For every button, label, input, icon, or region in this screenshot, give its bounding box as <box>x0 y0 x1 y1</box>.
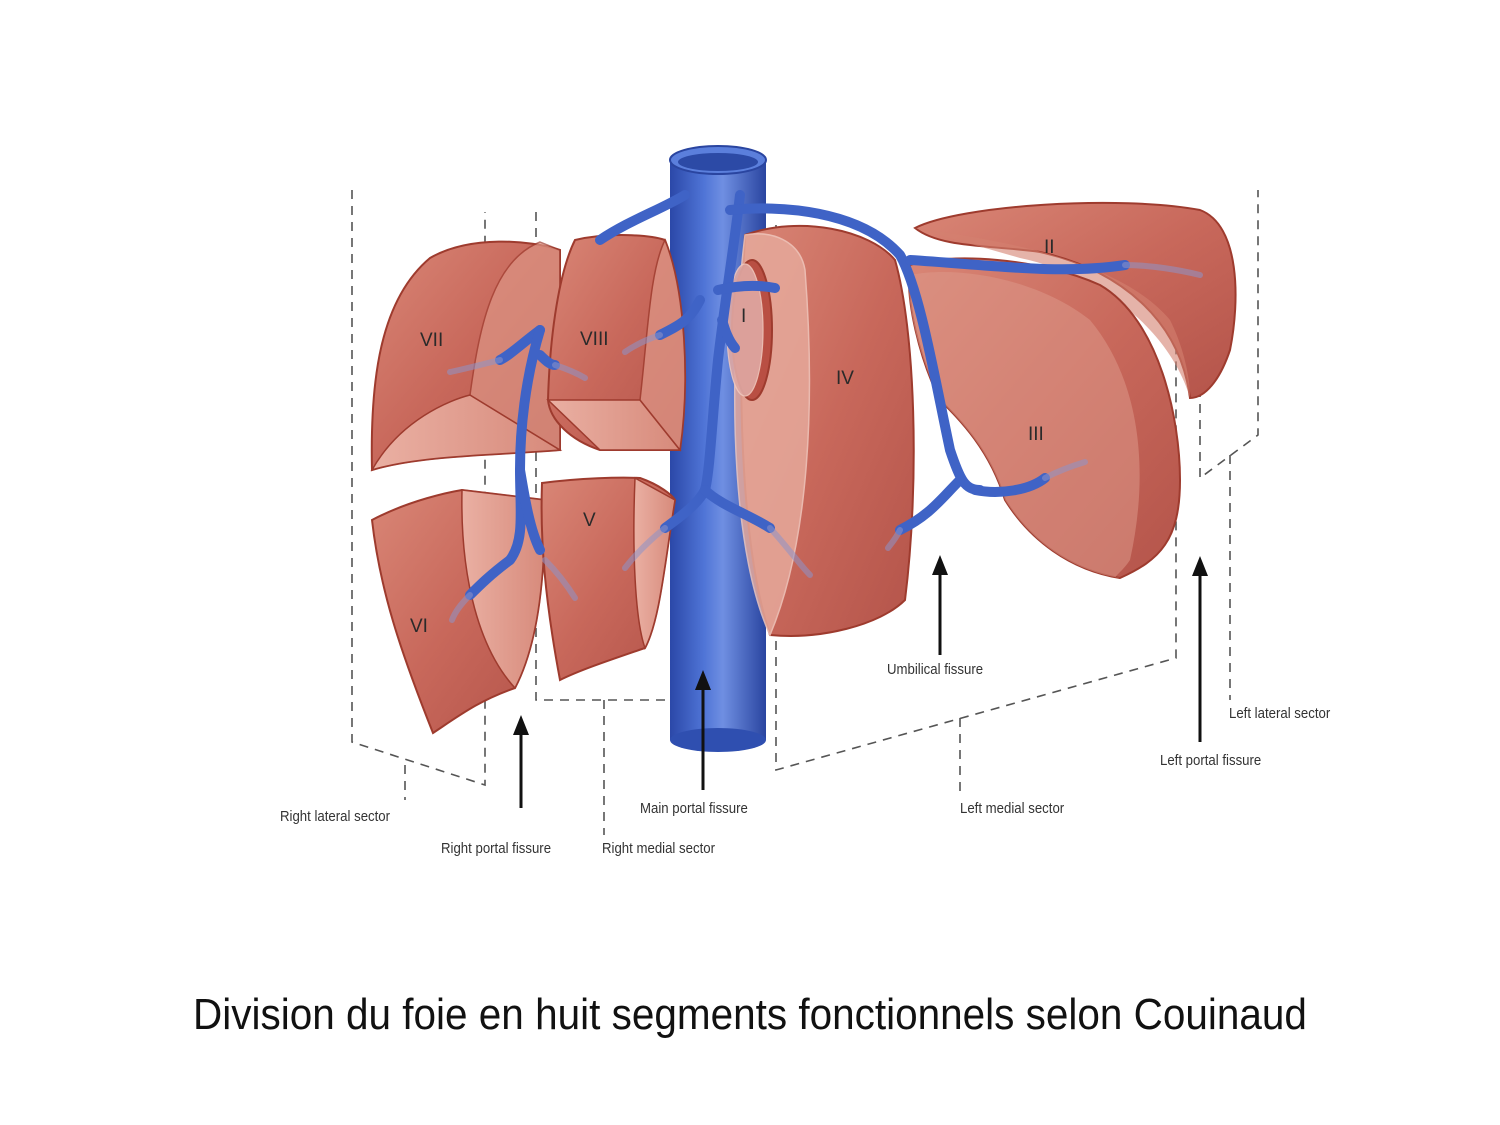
figure-caption: Division du foie en huit segments foncti… <box>193 990 1307 1039</box>
segment-label-VII: VII <box>420 330 443 351</box>
hidden-vein-branches <box>447 262 1203 623</box>
label-right-portal-fissure: Right portal fissure <box>441 840 552 857</box>
inferior-vena-cava <box>669 145 767 752</box>
label-left-medial-sector: Left medial sector <box>960 800 1065 817</box>
segment-label-II: II <box>1044 237 1055 258</box>
label-umbilical-fissure: Umbilical fissure <box>887 661 984 678</box>
segment-VII <box>370 240 563 472</box>
segment-II <box>913 201 1237 400</box>
liver-illustration: VII VIII I IV II III V VI <box>351 145 1259 835</box>
segment-label-VI: VI <box>410 616 428 637</box>
label-right-lateral-sector: Right lateral sector <box>280 808 391 825</box>
label-main-portal-fissure: Main portal fissure <box>640 800 748 817</box>
label-left-portal-fissure: Left portal fissure <box>1160 752 1262 769</box>
segment-label-V: V <box>583 510 596 531</box>
segment-label-IV: IV <box>836 368 854 389</box>
label-right-medial-sector: Right medial sector <box>602 840 715 857</box>
segment-V <box>540 476 677 682</box>
label-left-lateral-sector: Left lateral sector <box>1229 705 1331 722</box>
couinaud-liver-diagram: VII VIII I IV II III V VI Right lateral … <box>280 145 1331 857</box>
portal-veins <box>465 190 1130 600</box>
segment-VIII <box>546 234 686 452</box>
fissure-arrows <box>513 555 1208 808</box>
segment-I <box>726 259 773 401</box>
segment-III <box>908 257 1182 580</box>
segment-label-VIII: VIII <box>580 329 609 350</box>
segment-label-III: III <box>1028 424 1044 445</box>
segment-label-I: I <box>741 306 746 327</box>
